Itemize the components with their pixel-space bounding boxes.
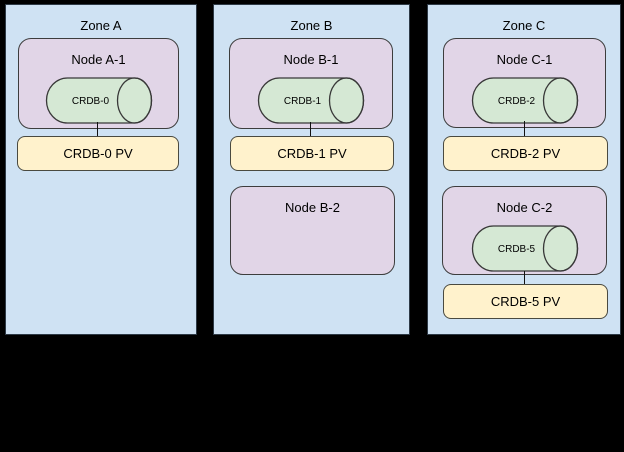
connector-crdb5-pv (524, 271, 525, 284)
db-crdb5-label: CRDB-5 (497, 244, 535, 255)
db-crdb2-label: CRDB-2 (497, 96, 535, 107)
pv-crdb1-label: CRDB-1 PV (277, 146, 347, 161)
pv-crdb2: CRDB-2 PV (443, 136, 608, 171)
node-c2-label: Node C-2 (496, 200, 553, 215)
node-a1-label: Node A-1 (71, 52, 126, 67)
connector-crdb0-pv (97, 122, 98, 136)
db-crdb0-label: CRDB-0 (71, 96, 109, 107)
node-c1-label: Node C-1 (496, 52, 553, 67)
connector-crdb2-pv (524, 121, 525, 136)
zone-b: Zone B Node B-1 CRDB-1 CRDB-1 PV Node B-… (213, 4, 410, 335)
pv-crdb5: CRDB-5 PV (443, 284, 608, 319)
database-cylinder-icon: CRDB-1 (257, 77, 365, 124)
node-c1: Node C-1 CRDB-2 (443, 38, 606, 128)
pv-crdb1: CRDB-1 PV (230, 136, 394, 171)
zone-a-label: Zone A (80, 18, 122, 33)
zone-c-label: Zone C (502, 18, 546, 33)
node-b1: Node B-1 CRDB-1 (229, 38, 393, 129)
db-crdb1-label: CRDB-1 (284, 96, 322, 107)
pv-crdb2-label: CRDB-2 PV (490, 146, 561, 161)
zone-a: Zone A Node A-1 CRDB-0 CRDB-0 PV (5, 4, 197, 335)
node-b1-label: Node B-1 (283, 52, 339, 67)
database-cylinder-icon: CRDB-0 (45, 77, 152, 124)
connector-crdb1-pv (310, 122, 311, 136)
node-b2-label: Node B-2 (285, 200, 340, 215)
pv-crdb0: CRDB-0 PV (17, 136, 179, 171)
database-cylinder-icon: CRDB-5 (471, 225, 578, 272)
node-a1: Node A-1 CRDB-0 (18, 38, 179, 129)
node-b2: Node B-2 (230, 186, 395, 275)
pv-crdb5-label: CRDB-5 PV (490, 294, 561, 309)
zone-b-label: Zone B (290, 18, 333, 33)
node-c2: Node C-2 CRDB-5 (442, 186, 607, 275)
pv-crdb0-label: CRDB-0 PV (63, 146, 133, 161)
zone-c: Zone C Node C-1 CRDB-2 CRDB-2 PV Node C-… (427, 4, 621, 335)
database-cylinder-icon: CRDB-2 (471, 77, 578, 124)
